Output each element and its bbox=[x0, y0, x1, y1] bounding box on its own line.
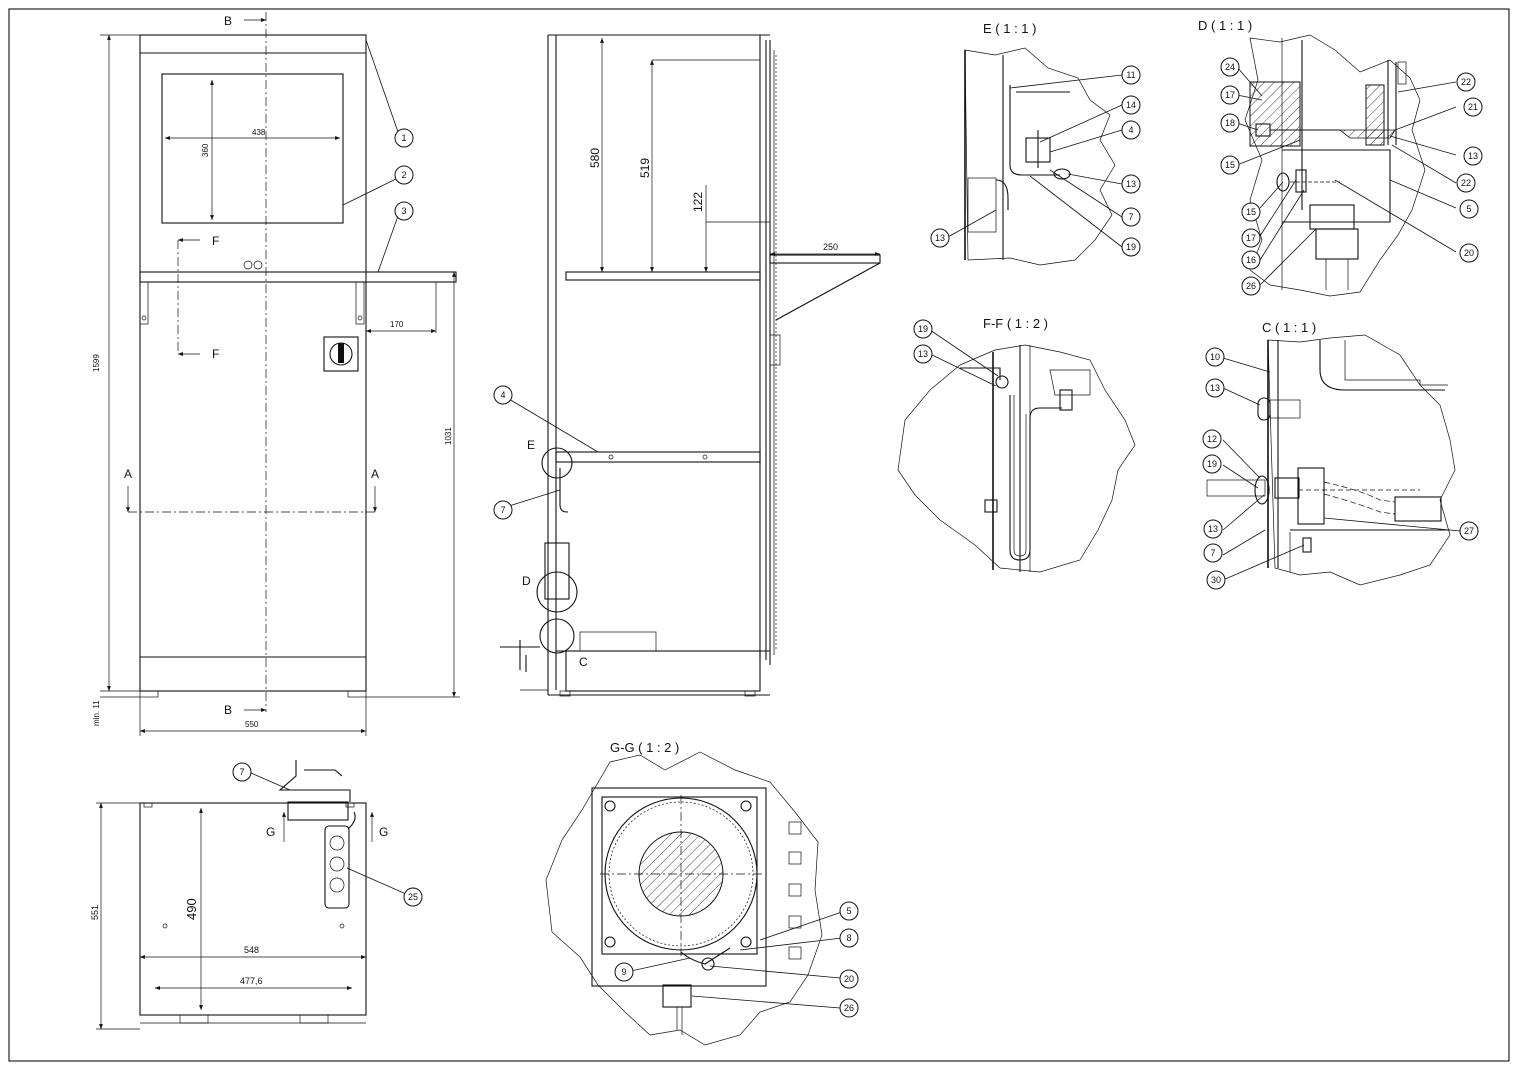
detail-mark-D: D bbox=[522, 574, 531, 588]
balloon-d-16: 16 bbox=[1246, 255, 1256, 265]
front-view: 438 360 1599 1031 170 550 min. 11 B B A … bbox=[92, 12, 460, 736]
balloon-gg-9: 9 bbox=[621, 967, 626, 977]
cabinet-outline bbox=[139, 34, 367, 692]
side-shelf bbox=[769, 254, 881, 264]
balloon-c-7: 7 bbox=[1210, 548, 1215, 558]
balloon-25: 25 bbox=[408, 892, 418, 902]
detail-C: C ( 1 : 1 ) 10 13 12 19 13 7 30 27 bbox=[1202, 320, 1479, 590]
balloon-d-21: 21 bbox=[1468, 102, 1478, 112]
balloon-d-15b: 15 bbox=[1246, 207, 1256, 217]
top-view: G G 551 490 548 477,6 7 25 bbox=[90, 760, 423, 1030]
balloon-gg-20: 20 bbox=[844, 974, 854, 984]
balloon-e-7: 7 bbox=[1128, 212, 1133, 222]
detail-D: D ( 1 : 1 ) bbox=[1198, 18, 1483, 297]
dim-122: 122 bbox=[691, 192, 705, 212]
balloon-e-14: 14 bbox=[1126, 100, 1136, 110]
sheet-border bbox=[8, 8, 1510, 1062]
balloon-d-22a: 22 bbox=[1461, 77, 1471, 87]
balloon-c-13a: 13 bbox=[1210, 383, 1220, 393]
section-F-F: F-F ( 1 : 2 ) 19 13 bbox=[897, 316, 1136, 573]
balloon-1: 1 bbox=[401, 133, 406, 143]
balloon-c-30: 30 bbox=[1211, 575, 1221, 585]
balloon-c-12: 12 bbox=[1207, 434, 1217, 444]
balloon-e-13b: 13 bbox=[1126, 179, 1136, 189]
balloon-ff-19: 19 bbox=[918, 324, 928, 334]
dim-550: 550 bbox=[245, 720, 259, 729]
balloon-ff-13: 13 bbox=[918, 349, 928, 359]
dim-477-6: 477,6 bbox=[240, 976, 263, 986]
cut-F-bottom: F bbox=[212, 347, 219, 361]
balloon-2: 2 bbox=[401, 170, 406, 180]
balloon-e-4: 4 bbox=[1128, 125, 1133, 135]
rail-4 bbox=[555, 451, 761, 463]
section-G-G: G-G ( 1 : 2 ) 5 8 9 20 26 bbox=[545, 740, 859, 1046]
balloon-e-19: 19 bbox=[1126, 242, 1136, 252]
balloon-top-7: 7 bbox=[239, 767, 244, 777]
balloon-e-13a: 13 bbox=[935, 233, 945, 243]
dim-519: 519 bbox=[638, 158, 652, 178]
dim-1599: 1599 bbox=[92, 354, 101, 372]
balloon-gg-26: 26 bbox=[844, 1003, 854, 1013]
detail-mark-C: C bbox=[579, 655, 588, 669]
cut-A-left: A bbox=[124, 467, 132, 481]
cut-A-right: A bbox=[371, 467, 379, 481]
balloon-d-18: 18 bbox=[1225, 118, 1235, 128]
balloon-c-27: 27 bbox=[1464, 526, 1474, 536]
dim-min-11: min. 11 bbox=[92, 700, 101, 726]
detail-E: E ( 1 : 1 ) 11 14 4 13 7 19 13 bbox=[930, 21, 1141, 266]
title-E: E ( 1 : 1 ) bbox=[983, 21, 1036, 36]
dim-170: 170 bbox=[390, 320, 404, 329]
keyboard-shelf bbox=[139, 271, 457, 283]
power-strip bbox=[324, 825, 350, 909]
dim-490: 490 bbox=[184, 898, 199, 920]
balloon-d-5: 5 bbox=[1466, 204, 1471, 214]
title-GG: G-G ( 1 : 2 ) bbox=[610, 740, 679, 755]
balloon-c-10: 10 bbox=[1210, 352, 1220, 362]
cut-G-right: G bbox=[379, 825, 388, 839]
title-FF: F-F ( 1 : 2 ) bbox=[983, 316, 1048, 331]
balloon-d-22b: 22 bbox=[1461, 178, 1471, 188]
dim-250: 250 bbox=[823, 242, 838, 252]
balloon-d-24: 24 bbox=[1225, 62, 1235, 72]
dim-551: 551 bbox=[90, 905, 100, 920]
title-C: C ( 1 : 1 ) bbox=[1262, 320, 1316, 335]
balloon-gg-8: 8 bbox=[846, 933, 851, 943]
balloon-d-15a: 15 bbox=[1225, 160, 1235, 170]
balloon-d-17b: 17 bbox=[1246, 233, 1256, 243]
balloon-d-26: 26 bbox=[1246, 281, 1256, 291]
balloon-7: 7 bbox=[500, 505, 505, 515]
balloon-d-17a: 17 bbox=[1225, 90, 1235, 100]
dim-1031: 1031 bbox=[444, 427, 453, 445]
balloon-4: 4 bbox=[500, 390, 505, 400]
display-window bbox=[161, 73, 344, 224]
cut-F-top: F bbox=[212, 234, 219, 248]
side-view: E D C 580 519 122 250 4 7 bbox=[493, 34, 881, 697]
balloon-d-20: 20 bbox=[1464, 248, 1474, 258]
cut-B-bottom: B bbox=[224, 703, 232, 717]
title-D: D ( 1 : 1 ) bbox=[1198, 18, 1252, 33]
dim-360: 360 bbox=[201, 143, 210, 157]
balloon-c-13b: 13 bbox=[1208, 524, 1218, 534]
dim-548: 548 bbox=[244, 945, 259, 955]
detail-mark-E: E bbox=[527, 438, 535, 452]
balloon-gg-5: 5 bbox=[846, 906, 851, 916]
cut-B-top: B bbox=[224, 14, 232, 28]
dim-438: 438 bbox=[252, 128, 266, 137]
balloon-e-11: 11 bbox=[1126, 70, 1135, 80]
balloon-c-19: 19 bbox=[1207, 459, 1217, 469]
balloon-d-13: 13 bbox=[1468, 151, 1478, 161]
balloon-3: 3 bbox=[401, 206, 406, 216]
main-switch bbox=[323, 336, 359, 372]
inner-shelf bbox=[565, 271, 761, 281]
dim-580: 580 bbox=[588, 148, 602, 168]
cut-G-left: G bbox=[266, 825, 275, 839]
